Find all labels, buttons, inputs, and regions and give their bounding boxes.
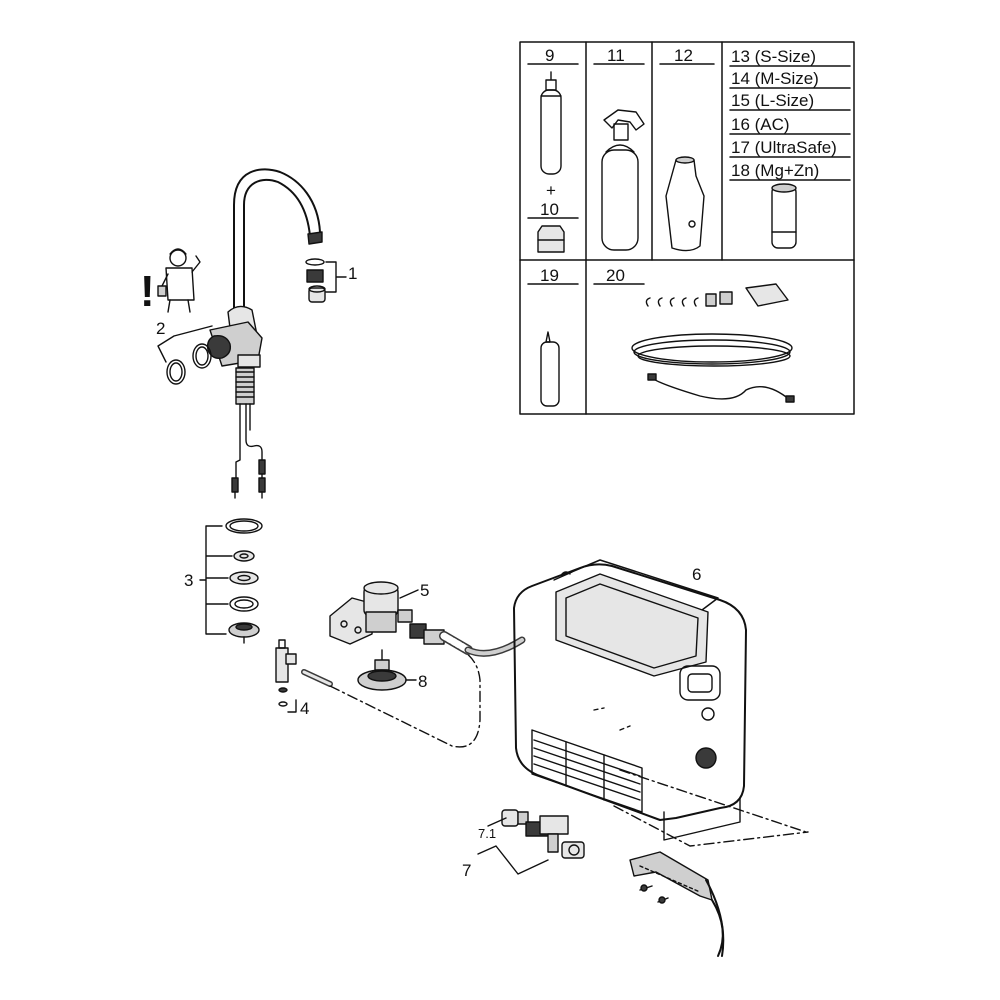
mounting-washers bbox=[199, 518, 263, 644]
table-size-14: 14 (M-Size) bbox=[731, 69, 819, 88]
table-size-17: 17 (UltraSafe) bbox=[731, 138, 837, 157]
faucet-drawing bbox=[206, 168, 323, 499]
callout-2: 2 bbox=[156, 319, 165, 338]
table-header-19: 19 bbox=[540, 266, 559, 285]
table-plus: + bbox=[546, 181, 556, 200]
warning-exclamation: ! bbox=[140, 267, 155, 316]
table-header-9: 9 bbox=[545, 46, 554, 65]
callout-1: 1 bbox=[348, 264, 357, 283]
co2-bottle-11 bbox=[601, 109, 645, 251]
callout-7: 7 bbox=[462, 861, 471, 880]
table-size-13: 13 (S-Size) bbox=[731, 47, 816, 66]
filter-cartridge-13-18 bbox=[771, 183, 797, 249]
o-rings bbox=[157, 325, 213, 385]
callout-labels: 1 2 3 4 5 6 7 7.1 8 ! bbox=[140, 264, 701, 880]
table-header-10: 10 bbox=[540, 200, 559, 219]
callout-8: 8 bbox=[418, 672, 427, 691]
filter-19 bbox=[540, 331, 560, 407]
table-size-15: 15 (L-Size) bbox=[731, 91, 814, 110]
callout-6: 6 bbox=[692, 565, 701, 584]
table-header-11: 11 bbox=[607, 46, 625, 65]
chiller-unit bbox=[513, 559, 809, 847]
callout-3: 3 bbox=[184, 571, 193, 590]
parts-table-labels: 9 + 10 11 12 13 (S-Size) 14 (M-Size) 15 … bbox=[540, 46, 837, 285]
table-header-20: 20 bbox=[606, 266, 625, 285]
adapter-10 bbox=[537, 225, 565, 253]
aerator-parts bbox=[305, 258, 347, 303]
hose-kit-20 bbox=[631, 283, 795, 403]
installer-figure bbox=[157, 248, 201, 313]
parts-table-grid bbox=[519, 41, 855, 415]
table-size-18: 18 (Mg+Zn) bbox=[731, 161, 819, 180]
callout-7-1: 7.1 bbox=[478, 826, 496, 841]
callout-5: 5 bbox=[420, 581, 429, 600]
callout-4: 4 bbox=[300, 699, 309, 718]
filter-head bbox=[329, 581, 526, 657]
hose-route-dashed bbox=[329, 649, 481, 748]
mounting-strap bbox=[629, 851, 725, 957]
table-header-12: 12 bbox=[674, 46, 693, 65]
co2-cartridge-9 bbox=[540, 71, 562, 175]
tee-fitting bbox=[275, 639, 333, 713]
table-size-16: 16 (AC) bbox=[731, 115, 790, 134]
filter-cap bbox=[357, 649, 417, 691]
bottle-12 bbox=[665, 156, 705, 252]
angle-valve bbox=[477, 809, 585, 875]
